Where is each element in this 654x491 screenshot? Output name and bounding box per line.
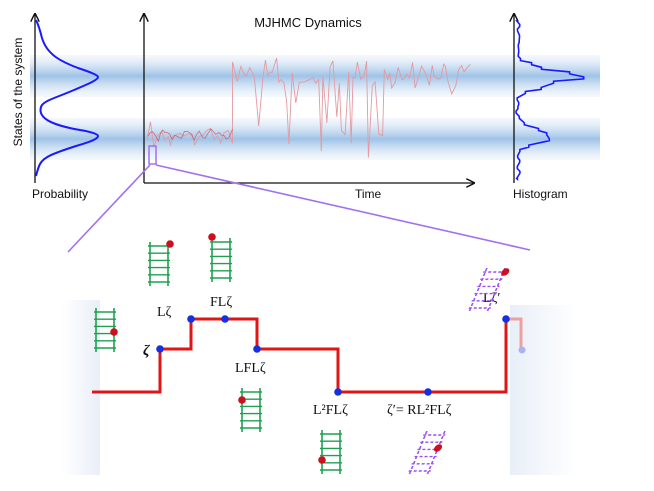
label-zeta: ζ bbox=[143, 343, 151, 359]
histogram-outline bbox=[515, 19, 585, 181]
node-fl-zeta bbox=[221, 315, 229, 323]
state-band-lower bbox=[30, 118, 600, 160]
mjhmc-trace bbox=[146, 57, 471, 158]
trace-line bbox=[146, 57, 471, 158]
label-zeta-prime-eq: ζ′= RL²FLζ bbox=[387, 403, 452, 418]
ladder-ball bbox=[166, 240, 174, 248]
left-fade-region bbox=[62, 300, 100, 475]
probability-density-curve bbox=[35, 19, 100, 177]
node-faded bbox=[518, 346, 526, 354]
zoom-line-right bbox=[155, 164, 531, 251]
label-fl-zeta: FLζ bbox=[210, 295, 232, 310]
state-band-upper bbox=[30, 55, 600, 97]
node-l2fl-zeta bbox=[334, 388, 342, 396]
label-lfl-zeta: LFLζ bbox=[235, 361, 266, 376]
ladder-group bbox=[94, 233, 510, 475]
ladder-zeta-prime bbox=[408, 431, 446, 475]
probability-label: Probability bbox=[32, 187, 88, 201]
ladder-lfl-zeta bbox=[238, 388, 262, 432]
node-l-zeta bbox=[187, 315, 195, 323]
top-title: MJHMC Dynamics bbox=[254, 15, 362, 30]
ladder-ball bbox=[501, 268, 510, 276]
ladder-ball bbox=[208, 233, 216, 241]
ladder-zeta bbox=[94, 308, 118, 352]
zoom-line-left bbox=[67, 164, 151, 253]
label-l-zeta: Lζ bbox=[157, 305, 172, 320]
label-l2fl-zeta: L²FLζ bbox=[313, 403, 348, 418]
ladder-ball bbox=[318, 456, 326, 464]
ladder-ball bbox=[433, 444, 443, 452]
ladder-fl-zeta bbox=[208, 233, 232, 282]
trace-early-segment bbox=[147, 128, 233, 143]
path-fade-right bbox=[506, 317, 523, 350]
node-lfl-zeta bbox=[253, 345, 261, 353]
node-l-zeta-prime bbox=[502, 315, 510, 323]
histogram-steps bbox=[515, 19, 585, 181]
label-l-zeta-prime: Lζ′ bbox=[483, 291, 500, 306]
time-label: Time bbox=[355, 187, 382, 201]
ladder-ball bbox=[110, 328, 118, 336]
y-axis-label: States of the system bbox=[11, 38, 25, 147]
ladder-l-zeta bbox=[148, 240, 174, 286]
ladder-l2fl-zeta bbox=[318, 430, 342, 474]
ladder-l-zeta-prime bbox=[468, 268, 510, 312]
ladder-ball bbox=[238, 396, 246, 404]
node-zeta bbox=[156, 345, 164, 353]
node-zeta-prime bbox=[424, 388, 432, 396]
histogram-label: Histogram bbox=[513, 187, 568, 201]
zoom-selection-box bbox=[148, 145, 157, 165]
transition-path bbox=[92, 317, 508, 394]
